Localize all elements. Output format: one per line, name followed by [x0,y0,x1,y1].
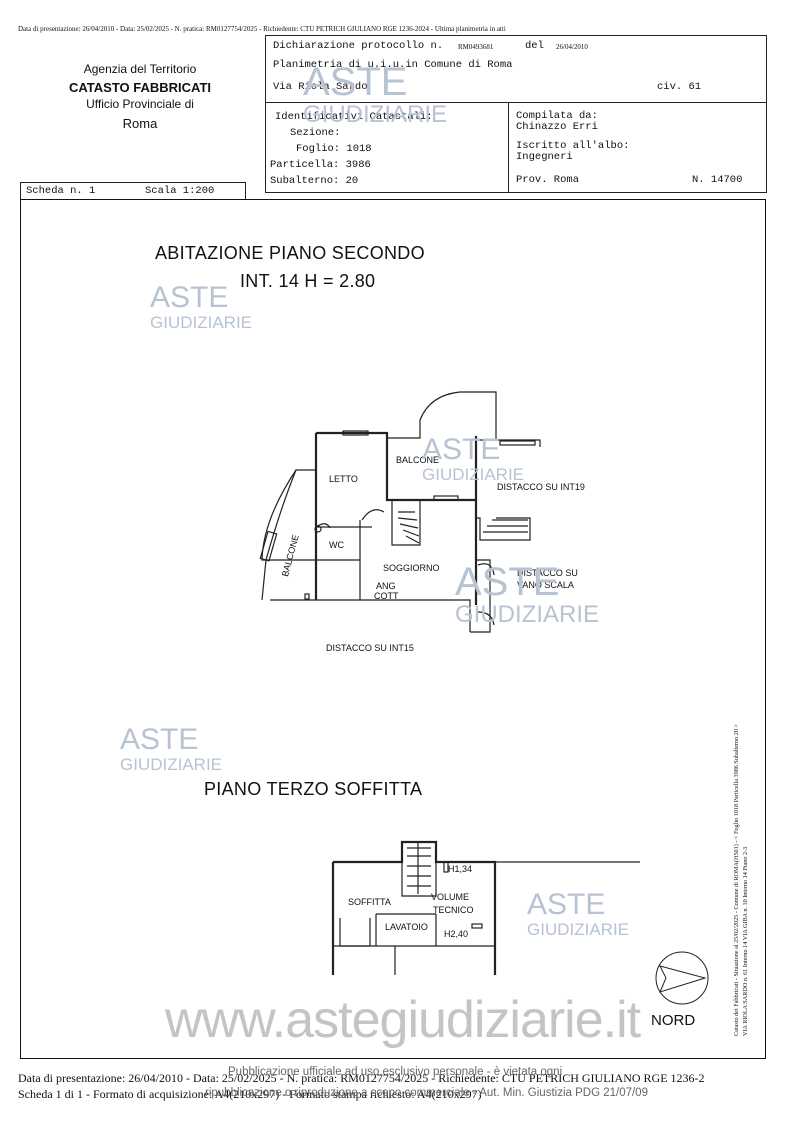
label-distacco-vano-2: VANO SCALA [517,580,574,590]
compilata-prov: Prov. Roma [516,174,580,186]
main-frame [20,199,766,1059]
identificativi-foglio: Foglio: 1018 [296,143,372,155]
label-distacco-vano-1: DISTACCO SU [517,568,578,578]
room-cott: COTT [374,591,399,601]
footer-overlay2: ripubblicazione o riproduzione a scopo c… [205,1087,648,1099]
room-balcone-top: BALCONE [396,455,440,465]
office-block: Agenzia del Territorio CATASTO FABBRICAT… [40,62,240,131]
address-civ: civ. 61 [657,81,702,93]
protocol-number: RM0493681 [458,43,494,51]
footer-overlay1: Pubblicazione ufficiale ad uso esclusivo… [228,1066,563,1078]
planimetria-line: Planimetria di u.i.u.in Comune di Roma [273,59,513,71]
room-soggiorno: SOGGIORNO [383,563,440,573]
top-info-line: Data di presentazione: 26/04/2010 - Data… [18,25,506,33]
watermark-aste: ASTE [527,888,606,921]
room-tecnico: TECNICO [433,905,474,915]
plan1-walls [259,391,541,633]
footer-line1: Data di presentazione: 26/04/2010 - Data… [18,1071,705,1085]
room-ang: ANG [376,581,396,591]
office-line3: Ufficio Provinciale di [86,97,194,111]
watermark-giudiziarie: GIUDIZIARIE [150,313,253,332]
room-soffitta: SOFFITTA [348,897,391,907]
room-volume: VOLUME [431,892,470,902]
compilata-title: Compilata da: [516,110,598,122]
office-line4: Roma [122,116,158,131]
address-street: Via Riola Sardo [273,81,368,93]
compilata-num: N. 14700 [692,174,743,186]
protocol-label: Dichiarazione protocollo n. [273,40,444,52]
plan2-title: PIANO TERZO SOFFITTA [204,779,423,799]
watermark-aste: ASTE [422,433,501,466]
watermark-giudiziarie: GIUDIZIARIE [303,101,448,128]
plan1-title: ABITAZIONE PIANO SECONDO [155,243,425,263]
room-letto: LETTO [329,474,358,484]
label-distacco-int15: DISTACCO SU INT15 [326,643,414,653]
watermark-giudiziarie: GIUDIZIARIE [422,465,525,484]
watermark-url: www.astegiudiziarie.it [165,991,641,1049]
identificativi-subalterno: Subalterno: 20 [270,175,359,187]
identificativi-particella: Particella: 3986 [270,159,371,171]
side-text-line2: VIA RIOLA SARDO n. 61 Interno 14 VIA GIB… [742,846,749,1036]
compilata-albo-label: Iscritto all'albo: [516,140,630,152]
footer-line2: Scheda 1 di 1 - Formato di acquisizione:… [18,1087,482,1101]
compilata-albo: Ingegneri [516,151,573,163]
watermark-aste: ASTE [120,723,199,756]
side-text-line1: Catasto dei Fabbricati - Situazione al 2… [733,723,740,1036]
room-wc: WC [329,540,344,550]
protocol-del-label: del [525,40,544,52]
nord-label: NORD [651,1012,696,1029]
watermark-giudiziarie: GIUDIZIARIE [120,755,223,774]
plan2-walls [331,840,640,975]
compilata-box [508,102,767,193]
office-line2: CATASTO FABBRICATI [68,80,212,95]
identificativi-sezione: Sezione: [290,127,341,139]
office-line1: Agenzia del Territorio [83,62,197,76]
watermark-aste: ASTE [150,281,229,314]
room-lavatoio: LAVATOIO [385,922,428,932]
north-arrow [655,951,709,1005]
label-distacco-int19: DISTACCO SU INT19 [497,482,585,492]
scheda-label: Scheda n. 1 [26,185,96,197]
scheda-scala: Scala 1:200 [145,185,215,197]
label-h1: H1,34 [448,864,473,874]
compilata-name: Chinazzo Erri [516,121,598,133]
watermark-giudiziarie: GIUDIZIARIE [455,601,600,628]
watermark-aste: ASTE [303,60,408,104]
label-h2: H2,40 [444,929,469,939]
plan1-subtitle: INT. 14 H = 2.80 [240,271,376,291]
watermark-aste: ASTE [455,560,560,604]
identificativi-title: Identificativi Catastali: [275,111,433,123]
watermark-giudiziarie: GIUDIZIARIE [527,920,630,939]
protocol-date: 26/04/2010 [556,43,588,51]
